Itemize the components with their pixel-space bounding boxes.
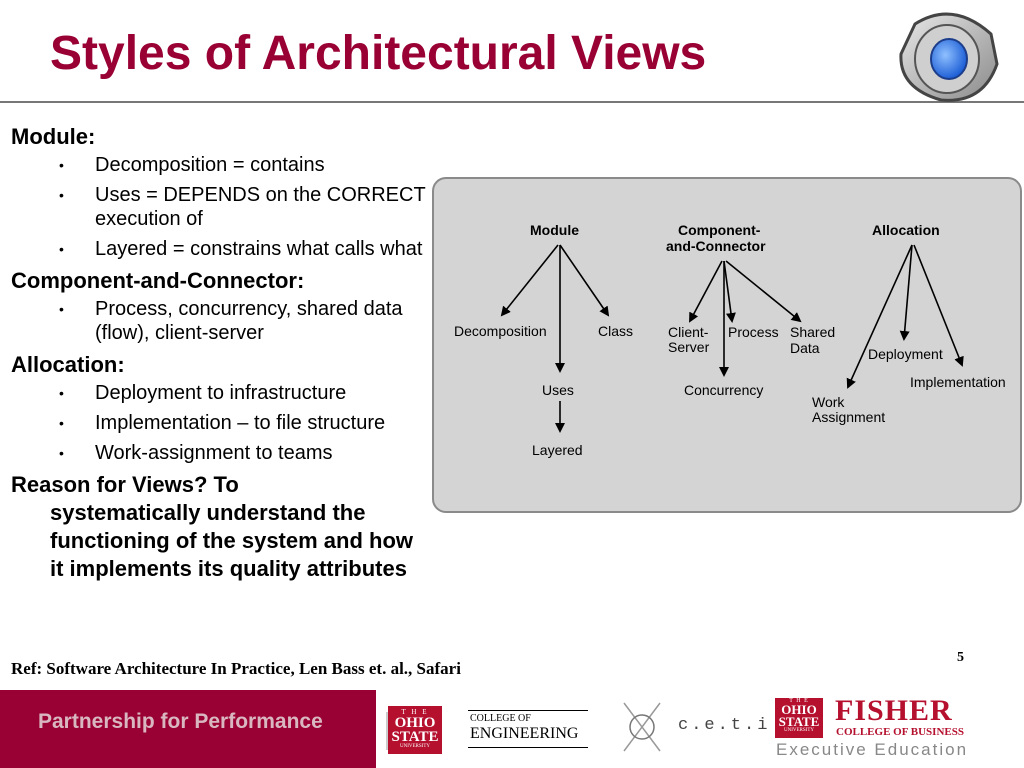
fisher-osu-logo: T H E OHIO STATE UNIVERSITY (775, 698, 823, 738)
node-decomposition: Decomposition (454, 323, 547, 339)
node-class: Class (598, 323, 633, 339)
node-shared-line1: Shared (790, 324, 835, 340)
node-allocation: Allocation (872, 222, 940, 238)
fisher-wordmark: FISHER (835, 694, 953, 727)
views-diagram-svg: Module Decomposition Class Uses Layered … (454, 222, 1006, 458)
reason-rest: systematically understand the functionin… (50, 500, 413, 581)
module-list: Decomposition = contains Uses = DEPENDS … (11, 153, 431, 261)
osu-logo-state: STATE (391, 729, 439, 745)
content-body: Module: Decomposition = contains Uses = … (11, 123, 431, 583)
ceti-logo-text: c.e.t.i (678, 716, 771, 735)
node-uses: Uses (542, 382, 574, 398)
views-diagram: Module Decomposition Class Uses Layered … (432, 177, 1022, 513)
reason-first-line: Reason for Views? To (11, 472, 239, 497)
node-work-line2: Assignment (812, 409, 885, 425)
osu-logo: T H E OHIO STATE UNIVERSITY (388, 706, 442, 754)
list-item: Deployment to infrastructure (11, 381, 431, 405)
node-implementation: Implementation (910, 374, 1006, 390)
allocation-list: Deployment to infrastructure Implementat… (11, 381, 431, 465)
node-client-line1: Client- (668, 324, 709, 340)
coe-line1: COLLEGE OF (470, 713, 531, 724)
diagram-arrows (500, 244, 964, 433)
coe-line2: ENGINEERING (470, 725, 579, 742)
executive-education-text: Executive Education (776, 740, 969, 759)
node-work-line1: Work (812, 394, 845, 410)
allocation-heading: Allocation: (11, 352, 125, 377)
osu-logo-university: UNIVERSITY (400, 744, 430, 749)
ceti-logo-mark (623, 702, 661, 752)
list-item: Uses = DEPENDS on the CORRECT execution … (11, 183, 431, 231)
college-of-engineering-logo: COLLEGE OF ENGINEERING (468, 710, 588, 748)
osu-logo-ohio: OHIO (394, 715, 436, 731)
node-concurrency: Concurrency (684, 382, 763, 398)
list-item: Implementation – to file structure (11, 411, 431, 435)
node-deployment: Deployment (868, 346, 943, 362)
osu-logo-the: T H E (401, 708, 429, 716)
node-client-line2: Server (668, 339, 710, 355)
slide-title: Styles of Architectural Views (50, 27, 707, 80)
footer-band (0, 690, 376, 768)
fisher-osu-university: UNIVERSITY (784, 728, 814, 733)
list-item: Decomposition = contains (11, 153, 431, 177)
cc-list: Process, concurrency, shared data (flow)… (11, 297, 431, 345)
title-divider (0, 101, 1024, 103)
list-item: Process, concurrency, shared data (flow)… (11, 297, 431, 345)
speaker-icon[interactable] (893, 4, 1005, 106)
node-cc-line1: Component- (678, 222, 761, 238)
list-item: Work-assignment to teams (11, 441, 431, 465)
node-layered: Layered (532, 442, 583, 458)
reason-paragraph: Reason for Views? To systematically unde… (11, 471, 431, 583)
page-number: 5 (957, 650, 964, 665)
module-heading: Module: (11, 124, 96, 149)
fisher-subtitle: COLLEGE OF BUSINESS (836, 726, 964, 738)
node-cc-line2: and-Connector (666, 238, 766, 254)
fisher-osu-ohio: OHIO (781, 702, 817, 717)
footer-tagline: Partnership for Performance (38, 710, 323, 733)
cc-heading: Component-and-Connector: (11, 268, 305, 293)
node-process: Process (728, 324, 779, 340)
node-shared-line2: Data (790, 340, 820, 356)
list-item: Layered = constrains what calls what (11, 237, 431, 261)
node-module: Module (530, 222, 579, 238)
fisher-osu-the: T H E (789, 698, 809, 704)
reference-text: Ref: Software Architecture In Practice, … (11, 659, 461, 678)
fisher-osu-state: STATE (778, 714, 820, 729)
